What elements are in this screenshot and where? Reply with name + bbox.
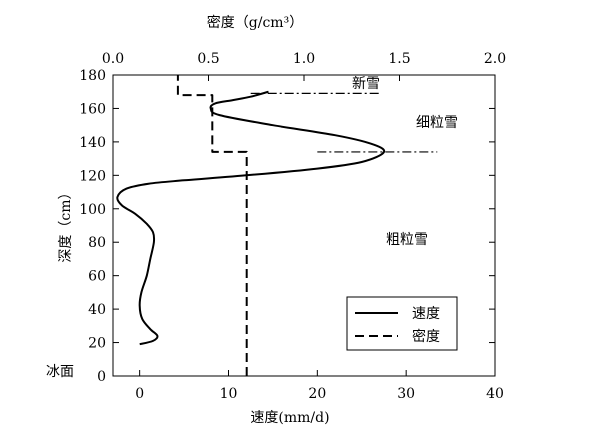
y-tick-label: 80 (88, 235, 106, 251)
series-line-speed (116, 90, 386, 346)
region-label-fine-firn: 细粒雪 (416, 115, 458, 131)
region-label-coarse-firn: 粗粒雪 (386, 232, 428, 248)
legend-box (346, 296, 458, 351)
y-tick-label: 0 (97, 369, 106, 385)
x-bottom-axis-title: 速度(mm/d) (250, 410, 329, 426)
y-tick-label: 100 (79, 202, 106, 218)
series-line-density (176, 75, 248, 376)
x-bottom-tick-label: 0 (135, 386, 144, 402)
y-tick-label: 40 (88, 302, 106, 318)
legend-label-speed: 速度 (412, 306, 440, 322)
x-top-tick-label: 1.0 (293, 51, 315, 67)
x-bottom-tick-label: 40 (486, 386, 504, 402)
y-tick-label: 120 (79, 168, 106, 184)
y-tick-label: 60 (88, 269, 106, 285)
region-label-new-snow: 新雪 (352, 76, 380, 92)
legend: 速度 密度 (346, 296, 458, 351)
y-tick-label: 140 (79, 135, 106, 151)
y-axis-title: 深度（cm） (58, 185, 74, 262)
y-tick-label: 160 (79, 101, 106, 117)
x-top-axis-title: 密度（g/cm³） (207, 14, 303, 31)
x-bottom-tick-label: 30 (397, 386, 415, 402)
reference-lines (250, 92, 438, 153)
x-top-tick-label: 0.5 (197, 51, 219, 67)
x-bottom-tick-label: 10 (220, 386, 238, 402)
series-lines (116, 75, 386, 376)
x-top-tick-label: 2.0 (484, 51, 506, 67)
y-tick-label: 180 (79, 68, 106, 84)
legend-label-density: 密度 (412, 328, 440, 345)
x-top-tick-label: 1.5 (388, 51, 410, 67)
x-bottom-tick-label: 20 (308, 386, 326, 402)
x-top-tick-label: 0.0 (102, 51, 124, 67)
ice-surface-label: 冰面 (46, 364, 74, 380)
y-tick-label: 20 (88, 336, 106, 352)
